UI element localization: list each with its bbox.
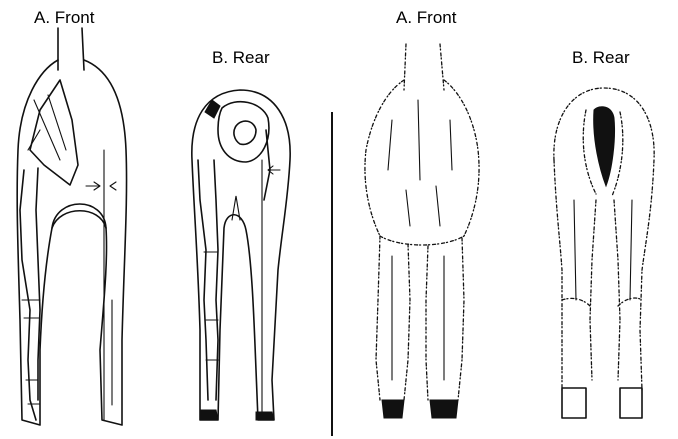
skeleton-front-drawing <box>17 28 126 425</box>
fleece-front-drawing <box>365 44 479 418</box>
skeleton-rear-drawing <box>192 90 290 420</box>
fleece-rear-drawing <box>554 88 654 418</box>
